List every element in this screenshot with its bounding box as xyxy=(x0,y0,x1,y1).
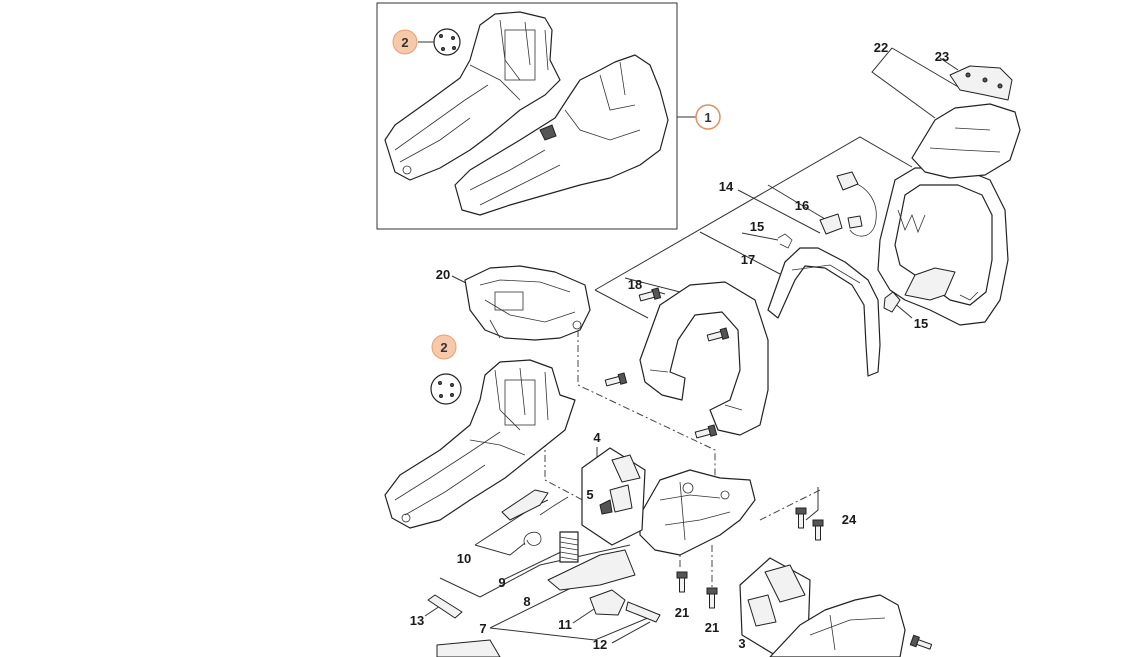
callout-labels: 1 2 2 3 4 5 7 8 9 10 11 12 13 14 15 15 1… xyxy=(392,29,949,652)
callout-11: 11 xyxy=(558,617,572,632)
callout-23: 23 xyxy=(935,49,949,64)
callout-5: 5 xyxy=(586,487,593,502)
callout-21-right: 21 xyxy=(705,620,719,635)
callout-18: 18 xyxy=(628,277,642,292)
callout-3: 3 xyxy=(738,636,745,651)
svg-text:1: 1 xyxy=(704,110,711,125)
callout-16: 16 xyxy=(795,198,809,213)
cable-harness xyxy=(777,171,901,313)
callout-10: 10 xyxy=(457,551,471,566)
callout-12: 12 xyxy=(593,637,607,652)
leader-lines xyxy=(418,41,961,644)
callout-4: 4 xyxy=(593,430,601,445)
screws xyxy=(604,287,933,650)
callout-15-right: 15 xyxy=(914,316,928,331)
callout-21-left: 21 xyxy=(675,605,689,620)
shroud-part xyxy=(464,265,591,341)
callout-22: 22 xyxy=(874,40,888,55)
svg-text:2: 2 xyxy=(401,35,408,50)
callout-2-bottom: 2 xyxy=(431,334,457,360)
callout-24: 24 xyxy=(842,512,857,527)
callout-9: 9 xyxy=(498,575,505,590)
switch-module xyxy=(581,447,756,556)
callout-7: 7 xyxy=(479,621,486,636)
callout-2-top: 2 xyxy=(392,29,418,55)
spring-icon xyxy=(559,531,579,563)
callout-15-top: 15 xyxy=(750,219,764,234)
assembly-inset xyxy=(376,2,678,230)
gasket-icon xyxy=(433,28,461,56)
lower-housing xyxy=(384,359,576,529)
front-handle xyxy=(639,281,769,436)
svg-text:2: 2 xyxy=(440,340,447,355)
gasket-icon xyxy=(430,373,462,405)
rear-frame xyxy=(877,65,1021,326)
callout-14: 14 xyxy=(719,179,734,194)
bottom-parts xyxy=(739,557,906,657)
callout-20: 20 xyxy=(436,267,450,282)
bow-strap xyxy=(767,247,881,377)
callout-1: 1 xyxy=(695,104,721,130)
callout-17: 17 xyxy=(741,252,755,267)
small-parts xyxy=(427,489,661,657)
callout-13: 13 xyxy=(410,613,424,628)
callout-8: 8 xyxy=(523,594,530,609)
